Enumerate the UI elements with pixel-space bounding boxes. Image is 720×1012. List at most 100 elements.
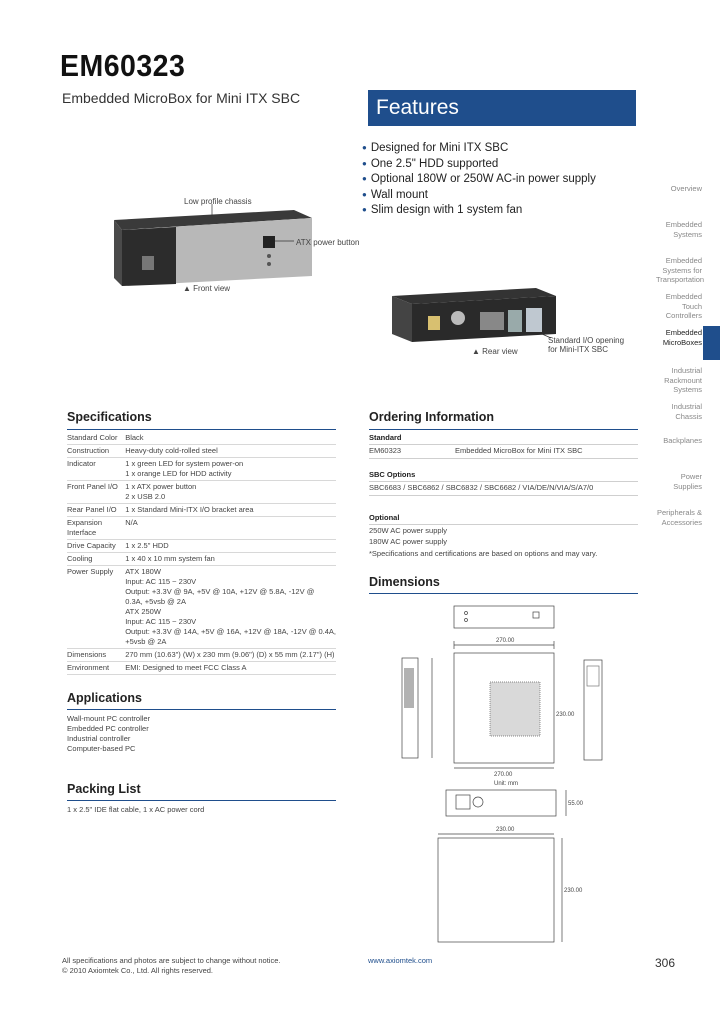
ordering-optional-item: 180W AC power supply (369, 537, 447, 546)
spec-value: EMI: Designed to meet FCC Class A (125, 661, 336, 675)
dim-unit-label: Unit: mm (494, 781, 518, 787)
sidenav-item-rackmount[interactable]: Industrial Rackmount Systems (664, 366, 702, 394)
dimensions-drawing: 270.00 230.00 270.00 55.00 230.00 230.00… (401, 605, 603, 943)
applications-rule (67, 709, 336, 710)
applications-heading: Applications (67, 691, 143, 705)
specifications-rule (67, 429, 336, 430)
packing-list-heading: Packing List (67, 782, 141, 796)
spec-value-line: EMI: Designed to meet FCC Class A (125, 663, 247, 672)
sidenav-item-power-supplies[interactable]: Power Supplies (673, 472, 702, 491)
spec-value-line: 0.3A, +5vsb @ 2A (125, 597, 186, 606)
ordering-rule (369, 429, 638, 430)
spec-value-line: Output: +3.3V @ 14A, +5V @ 16A, +12V @ 1… (125, 627, 336, 636)
feature-item: One 2.5" HDD supported (362, 156, 596, 172)
dim-label-top-depth: 230.00 (556, 712, 575, 718)
spec-key: Rear Panel I/O (67, 503, 126, 517)
rear-label-io-opening: Standard I/O opening for Mini-ITX SBC (548, 336, 625, 354)
spec-value: Heavy-duty cold-rolled steel (125, 444, 336, 458)
features-heading: Features (368, 90, 636, 126)
footer-url-link[interactable]: www.axiomtek.com (368, 956, 433, 965)
sidenav-item-transportation[interactable]: Embedded Systems for Transportation (656, 256, 705, 284)
ordering-note: *Specifications and certifications are b… (369, 549, 598, 558)
spec-value-line: 1 x 2.5" HDD (125, 541, 169, 550)
spec-value-line: 2 x USB 2.0 (125, 492, 166, 501)
ordering-divider (369, 495, 638, 496)
sidenav-item-peripherals[interactable]: Peripherals & Accessories (656, 508, 702, 527)
ordering-heading: Ordering Information (369, 410, 494, 424)
sidenav-item-chassis[interactable]: Industrial Chassis (671, 402, 702, 421)
application-item: Computer-based PC (67, 744, 136, 753)
specifications-heading: Specifications (67, 410, 152, 424)
spec-value-line: 1 x 40 x 10 mm system fan (125, 554, 215, 563)
spec-value-line: Input: AC 115 ~ 230V (125, 577, 197, 586)
spec-value-line: 1 x ATX power button (125, 482, 197, 491)
dimensions-heading: Dimensions (369, 575, 440, 589)
active-section-tab (703, 326, 720, 360)
ordering-standard-desc: Embedded MicroBox for Mini ITX SBC (455, 446, 583, 455)
footer-disclaimer: All specifications and photos are subjec… (62, 956, 281, 965)
ordering-optional-item: 250W AC power supply (369, 526, 447, 535)
spec-value-line: Heavy-duty cold-rolled steel (125, 446, 218, 455)
spec-value-line: N/A (125, 518, 138, 527)
spec-value-line: Input: AC 115 ~ 230V (125, 617, 197, 626)
spec-key: Expansion Interface (67, 516, 126, 540)
dim-label-top-width: 270.00 (496, 638, 515, 644)
spec-value: 1 x 2.5" HDD (125, 539, 336, 553)
front-label-power-button: ATX power button (296, 238, 360, 247)
dim-label-height: 55.00 (568, 801, 584, 807)
feature-item: Wall mount (362, 187, 596, 203)
spec-value-line: 1 x Standard Mini-ITX I/O bracket area (125, 505, 254, 514)
spec-value-line: 270 mm (10.63") (W) x 230 mm (9.06") (D)… (125, 650, 335, 659)
ordering-sbc-options: SBC6683 / SBC6862 / SBC6832 / SBC6682 / … (369, 483, 594, 492)
sidenav-item-embedded-systems[interactable]: Embedded Systems (665, 220, 702, 239)
application-item: Wall-mount PC controller (67, 714, 151, 723)
spec-value: 1 x Standard Mini-ITX I/O bracket area (125, 503, 336, 517)
ordering-divider (369, 458, 638, 459)
packing-list-rule (67, 800, 336, 801)
feature-item: Optional 180W or 250W AC-in power supply (362, 171, 596, 187)
spec-key: Indicator (67, 457, 126, 481)
spec-value-line: +5vsb @ 2A (125, 637, 167, 646)
sidenav-item-backplanes[interactable]: Backplanes (663, 436, 702, 445)
packing-item: 1 x 2.5" IDE flat cable, 1 x AC power co… (67, 805, 205, 814)
spec-key: Power Supply (67, 565, 126, 649)
spec-value: N/A (125, 516, 336, 540)
spec-value-line: 1 x orange LED for HDD activity (125, 469, 232, 478)
packing-list: 1 x 2.5" IDE flat cable, 1 x AC power co… (67, 805, 204, 815)
spec-value: 270 mm (10.63") (W) x 230 mm (9.06") (D)… (125, 648, 336, 662)
rear-view-photo (392, 288, 556, 342)
dim-label-bottom-depth: 230.00 (564, 888, 583, 894)
ordering-divider (369, 444, 638, 445)
spec-value: Black (125, 432, 336, 445)
dimensions-rule (369, 593, 638, 594)
spec-value-line: 1 x green LED for system power-on (125, 459, 244, 468)
ordering-sbc-head: SBC Options (369, 470, 416, 479)
product-subtitle: Embedded MicroBox for Mini ITX SBC (62, 90, 301, 106)
dim-label-front-width: 270.00 (494, 772, 513, 778)
feature-item: Designed for Mini ITX SBC (362, 140, 596, 156)
spec-key: Dimensions (67, 648, 126, 662)
application-item: Embedded PC controller (67, 724, 149, 733)
spec-value-line: Black (125, 433, 144, 442)
spec-key: Front Panel I/O (67, 480, 126, 504)
dim-label-bottom-width: 230.00 (496, 827, 515, 833)
spec-key: Environment (67, 661, 126, 675)
sidenav-item-microboxes[interactable]: Embedded MicroBoxes (662, 328, 702, 347)
rear-view-caption: ▲ Rear view (472, 347, 518, 356)
sidenav-item-overview[interactable]: Overview (670, 184, 702, 193)
feature-item: Slim design with 1 system fan (362, 202, 596, 218)
spec-key: Drive Capacity (67, 539, 126, 553)
ordering-standard-head: Standard (369, 433, 402, 442)
sidenav-item-touch-controllers[interactable]: Embedded Touch Controllers (665, 292, 702, 320)
page-number: 306 (655, 956, 676, 970)
